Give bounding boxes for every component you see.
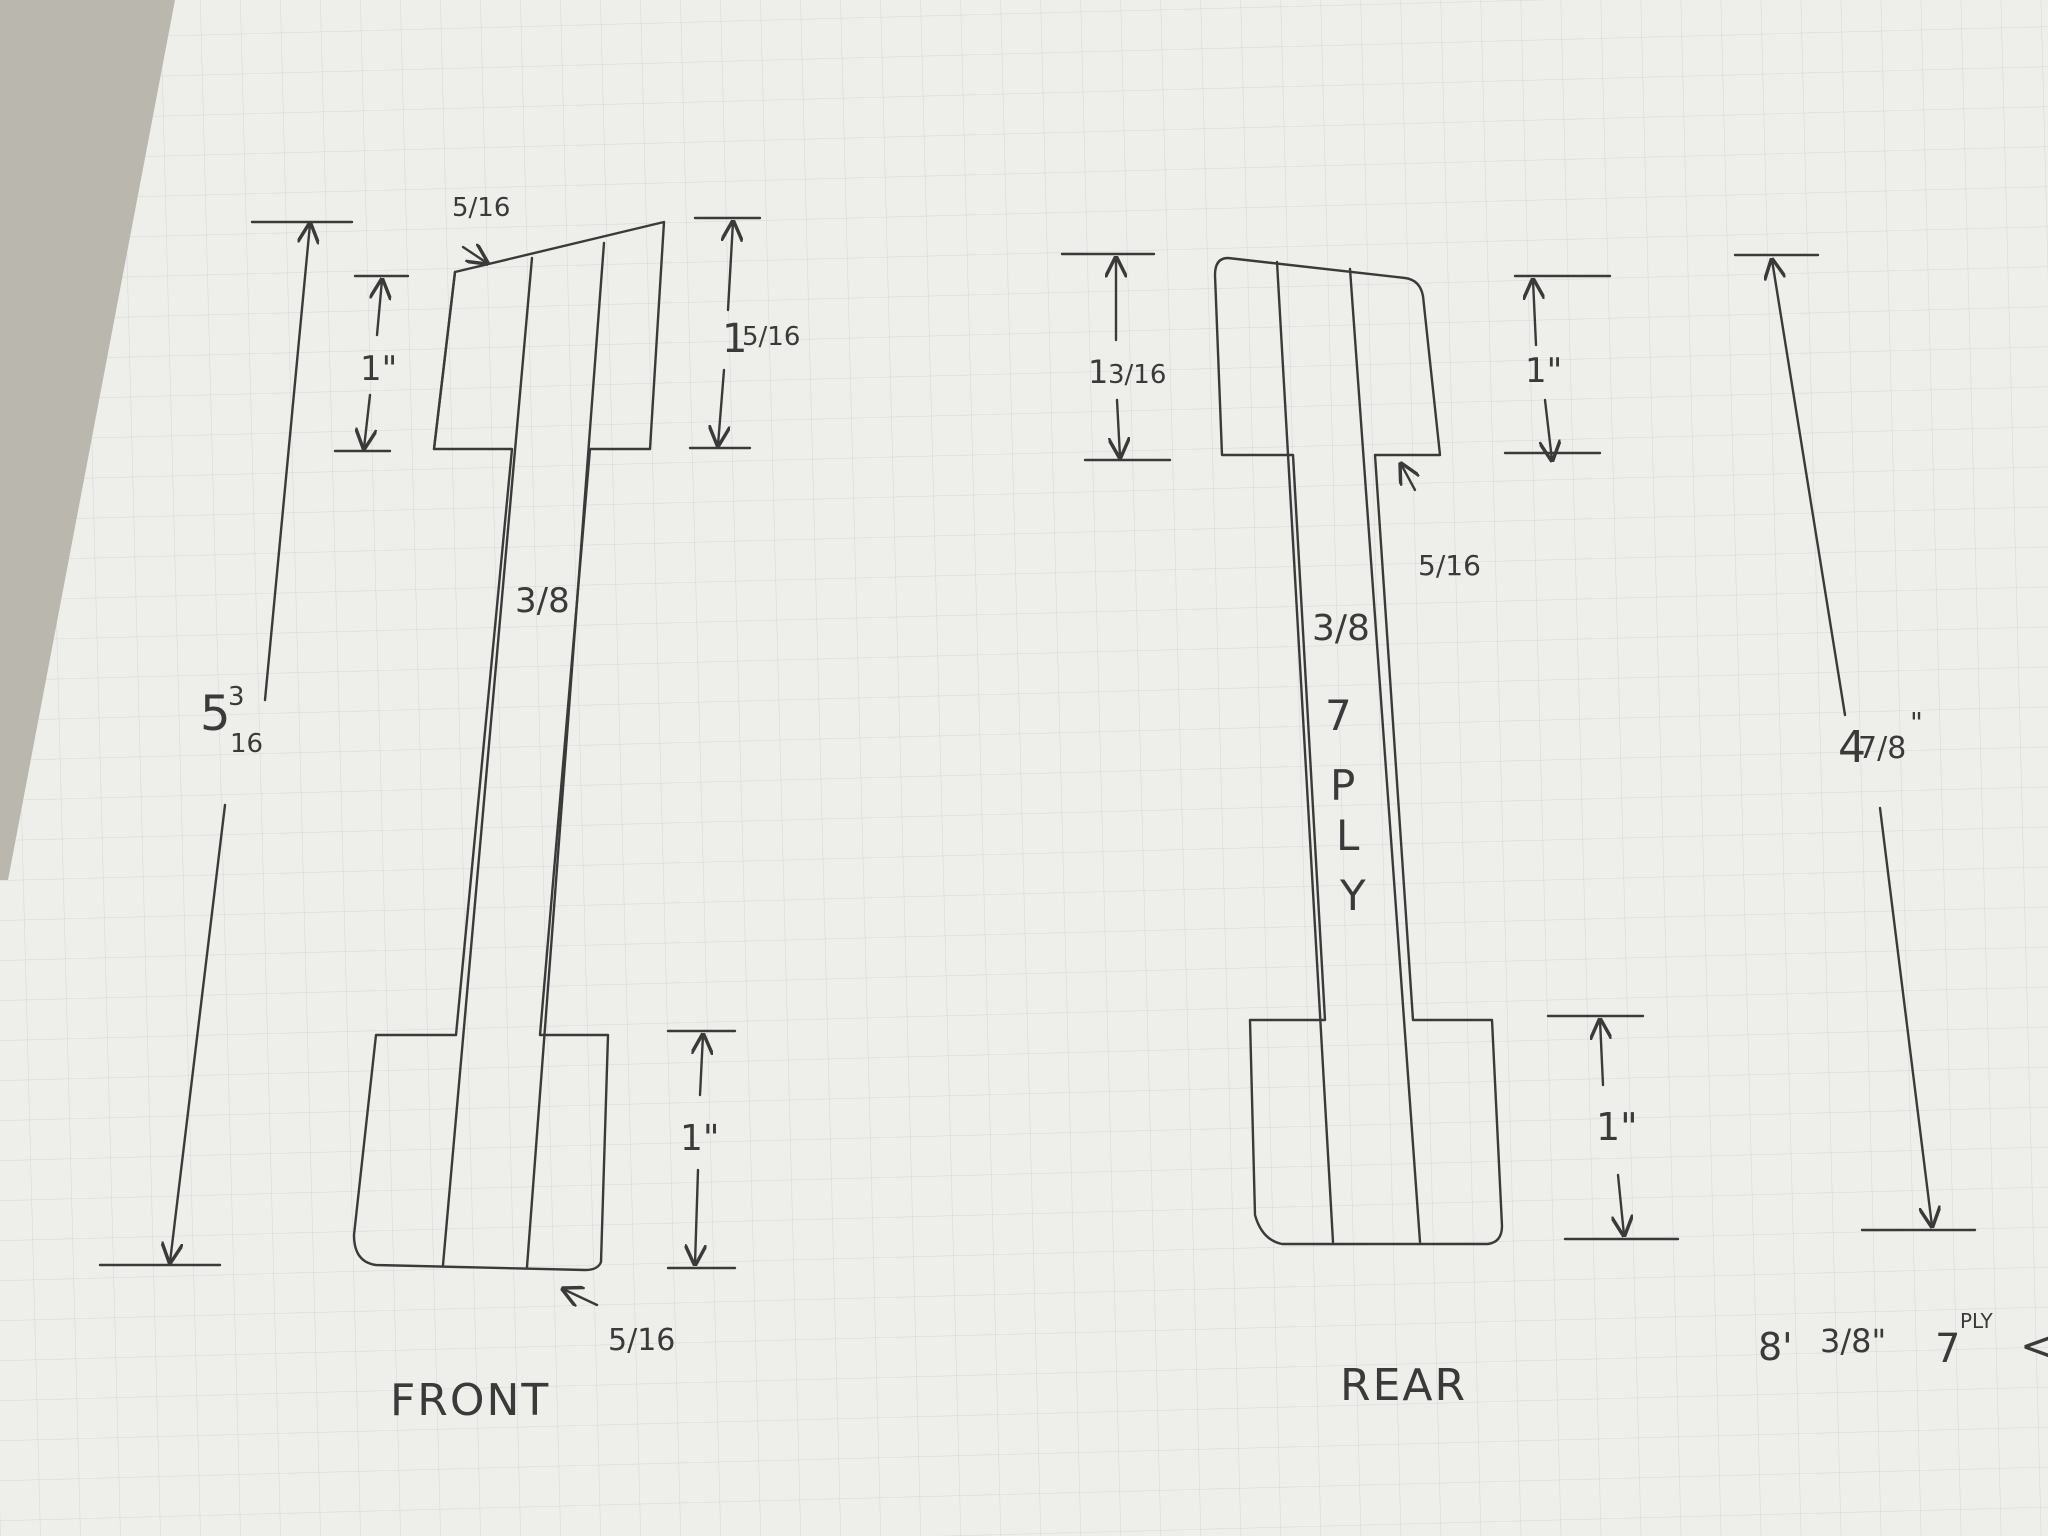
front-corner-top-leader [461,247,487,263]
rear-stem-text-3: P [1330,761,1355,810]
front-corner-bottom-leader [563,1289,599,1305]
rear-stem-text-4: L [1336,811,1360,860]
rear-top-left-whole: 1 [1088,353,1108,391]
corner-note-thickness: 3/8" [1820,1322,1886,1360]
corner-note-glyph: < [2020,1321,2048,1370]
front-overall-whole: 5 [200,686,231,742]
front-stem-note: 3/8 [515,581,570,621]
rear-bottom-dimension [1546,1014,1680,1241]
front-corner-bottom-note: 5/16 [608,1323,675,1358]
rear-overall-frac: 7/8 [1858,731,1906,766]
rear-stem-text-1: 3/8 [1312,608,1370,649]
front-part-outline [352,220,666,1272]
rear-bottom-label: 1" [1596,1105,1638,1149]
rear-part-outline [1213,256,1504,1246]
rear-view-label: REAR [1340,1360,1467,1411]
front-overall-dimension [98,220,354,1267]
rear-stem-text-2: 7 [1325,691,1352,740]
rear-overall-mark: " [1910,706,1923,739]
rear-top-right-dimension [1503,274,1612,460]
rear-stem-text-5: Y [1339,871,1366,920]
front-top-left-label: 1" [360,349,397,389]
rear-step-leader [1401,464,1415,492]
corner-note-ply-count: 7 [1935,1326,1960,1372]
front-bottom-label: 1" [680,1118,719,1159]
front-top-right-dimension [688,216,762,450]
front-view-label: FRONT [390,1375,550,1426]
corner-note-length: 8' [1758,1325,1793,1369]
front-top-left-dimension [333,274,410,453]
rear-top-right-label: 1" [1525,351,1562,391]
front-top-right-frac: 5/16 [742,322,800,352]
rear-overall-dimension [1733,253,1977,1232]
front-overall-den: 16 [230,729,263,759]
rear-top-left-frac: 3/16 [1108,360,1166,390]
front-corner-top-note: 5/16 [452,193,510,223]
rear-overall-whole: 4 [1838,722,1866,773]
rear-step-note: 5/16 [1418,549,1481,582]
rear-top-left-dimension [1060,252,1172,462]
front-top-right-whole: 1 [722,316,747,362]
corner-note-ply-sup: PLY [1960,1309,1994,1333]
front-overall-num: 3 [228,682,245,712]
front-bottom-dimension [666,1029,737,1270]
